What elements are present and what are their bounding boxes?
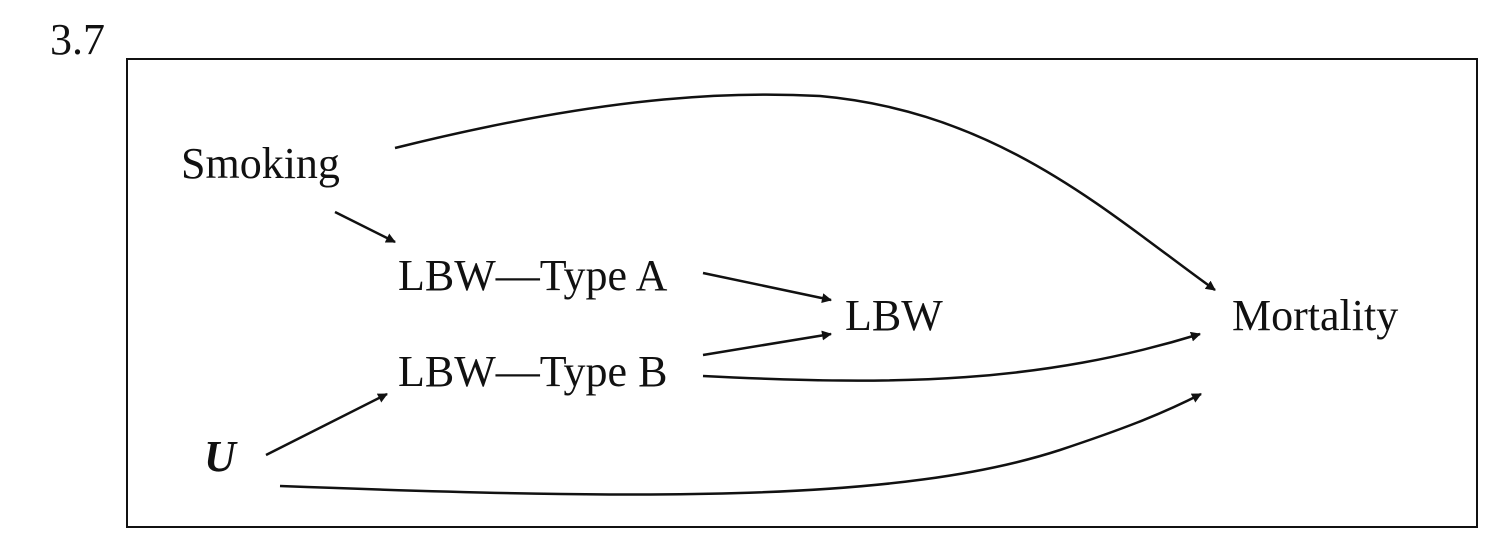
edge-smoking-to-mortality — [394, 93, 1216, 292]
edge-lbw-type-b-to-mortality — [702, 331, 1201, 382]
node-lbw: LBW — [845, 291, 943, 340]
edge-smoking-to-lbw-type-a — [334, 210, 396, 244]
edge-u-to-mortality — [279, 392, 1202, 496]
node-smoking: Smoking — [181, 139, 340, 188]
node-lbw-type-b: LBW—Type B — [398, 347, 668, 396]
figure-number: 3.7 — [50, 15, 105, 64]
edge-lbw-type-a-to-lbw — [702, 271, 832, 304]
diagram-frame — [126, 58, 1478, 528]
edge-u-to-lbw-type-b — [265, 392, 388, 457]
node-lbw-type-a: LBW—Type A — [398, 251, 668, 300]
node-mortality: Mortality — [1232, 291, 1399, 340]
node-u: U — [204, 432, 236, 481]
edge-lbw-type-b-to-lbw — [702, 330, 832, 357]
